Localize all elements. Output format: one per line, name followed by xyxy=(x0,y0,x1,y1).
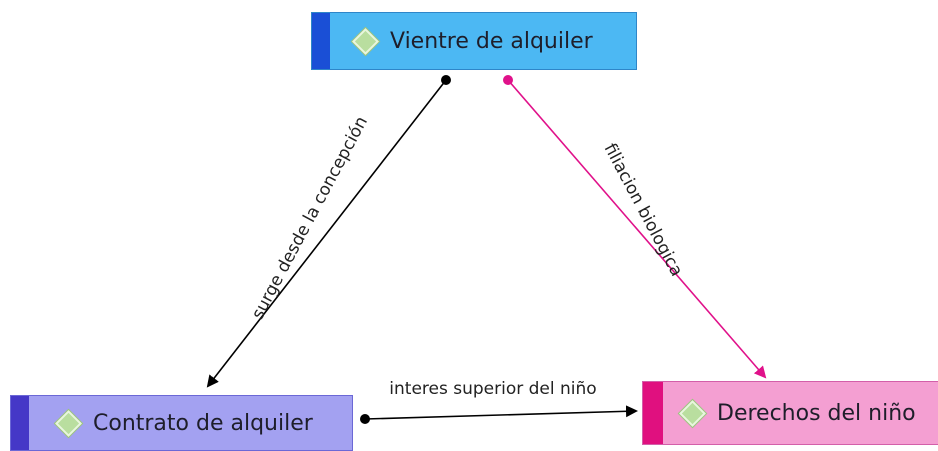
node-label: Vientre de alquiler xyxy=(390,28,593,54)
node-label: Derechos del niño xyxy=(717,400,916,426)
edge-surge-start-dot xyxy=(441,75,451,85)
connectors-layer xyxy=(206,75,767,424)
diamond-icon xyxy=(677,398,707,428)
node-accent-stripe xyxy=(11,396,29,450)
diamond-icon xyxy=(350,26,380,56)
edge-label-interes: interes superior del niño xyxy=(389,379,597,399)
node-contrato-de-alquiler[interactable]: Contrato de alquiler xyxy=(10,395,353,451)
edge-filiacion-start-dot xyxy=(503,75,513,85)
node-label: Contrato de alquiler xyxy=(93,410,313,436)
diamond-icon xyxy=(53,408,83,438)
edge-interes-line[interactable] xyxy=(364,405,638,420)
edge-filiacion-line[interactable] xyxy=(507,79,767,379)
edge-surge-line[interactable] xyxy=(206,79,447,388)
node-accent-stripe xyxy=(312,13,330,69)
edge-interes-start-dot xyxy=(360,414,370,424)
node-vientre-de-alquiler[interactable]: Vientre de alquiler xyxy=(311,12,637,70)
node-derechos-del-nino[interactable]: Derechos del niño xyxy=(642,381,938,445)
node-accent-stripe xyxy=(643,382,663,444)
